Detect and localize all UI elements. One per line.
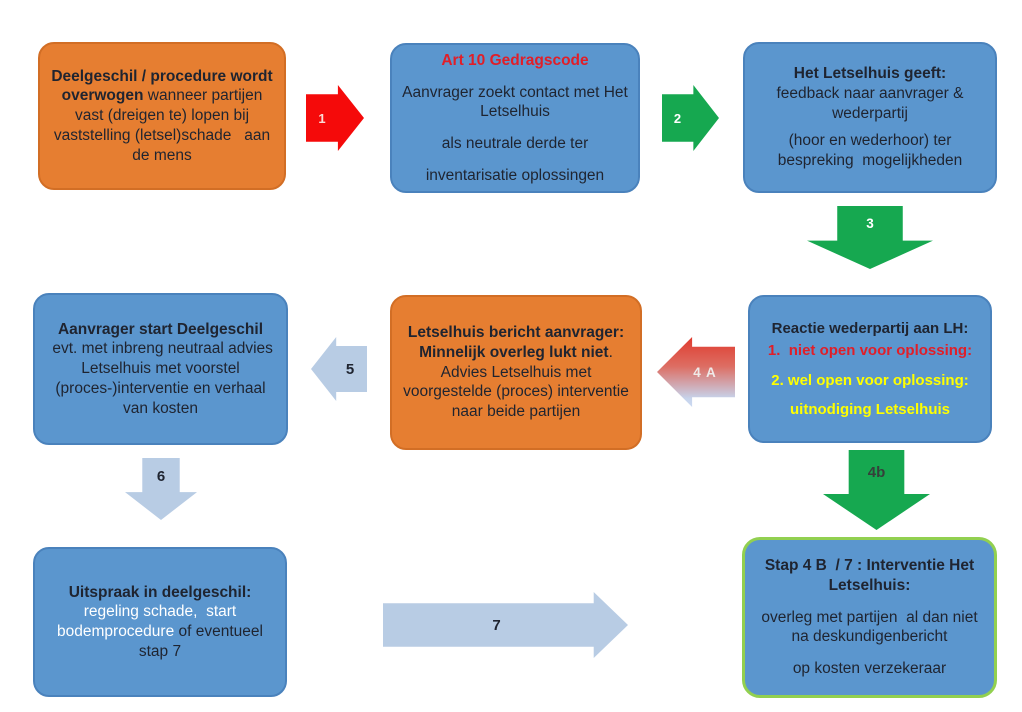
arrow-left-step4a: 4 A bbox=[657, 337, 735, 407]
step-box-uitspraak: Uitspraak in deelgeschil: regeling schade… bbox=[33, 547, 287, 697]
box-heading: Art 10 Gedragscode bbox=[441, 51, 589, 69]
step-box-deelgeschil-overwogen: Deelgeschil / procedure wordt overwogen … bbox=[38, 42, 286, 190]
step-box-letselhuis-geeft: Het Letselhuis geeft:feedback naar aanvr… bbox=[743, 42, 997, 193]
box-title: Letselhuis bericht aanvrager: Minnelijk … bbox=[407, 324, 633, 361]
box-body: wanneer partijen vast (dreigen te) lopen… bbox=[53, 87, 275, 164]
arrow-down-step6: 6 bbox=[125, 458, 197, 520]
box-title: Aanvrager start Deelgeschil bbox=[57, 320, 264, 338]
arrow-label: 3 bbox=[866, 216, 874, 231]
step-box-interventie: Stap 4 B / 7 : Interventie Het Letselhui… bbox=[742, 537, 997, 698]
box-title: Stap 4 B / 7 : Interventie Het Letselhui… bbox=[764, 557, 979, 594]
box-body-dark: of eventueel stap 7 bbox=[138, 623, 268, 660]
box-line: overleg met partijen al dan niet na desk… bbox=[761, 608, 982, 646]
arrow-label: 1 bbox=[318, 110, 326, 126]
box-line: (hoor en wederhoor) ter bespreking mogel… bbox=[777, 132, 963, 169]
arrow-down-step4b: 4b bbox=[823, 450, 930, 530]
box-line: inventarisatie oplossingen bbox=[425, 166, 605, 184]
arrow-label: 4b bbox=[867, 463, 886, 481]
box-title: Reactie wederpartij aan LH: bbox=[771, 320, 969, 338]
arrow-label: 7 bbox=[492, 616, 501, 634]
step-box-text: Letselhuis bericht aanvrager: Minnelijk … bbox=[402, 323, 630, 421]
box-line: feedback naar aanvrager & wederpartij bbox=[776, 84, 968, 122]
arrow-label: 4 A bbox=[693, 364, 717, 380]
step-box-gedragscode: Art 10 Gedragscode Aanvrager zoekt conta… bbox=[390, 43, 640, 193]
box-body: . Advies Letselhuis met voorgestelde (pr… bbox=[403, 343, 634, 420]
arrow-left-step5: 5 bbox=[311, 337, 367, 401]
box-title: Deelgeschil / procedure wordt overwogen bbox=[51, 67, 277, 105]
box-body: evt. met inbreng neutraal advies Letselh… bbox=[48, 340, 278, 417]
step-box-text: Uitspraak in deelgeschil: regeling schade… bbox=[45, 583, 275, 662]
arrow-right-step7: 7 bbox=[383, 592, 628, 658]
box-item-3: uitnodiging Letselhuis bbox=[790, 400, 950, 418]
box-title: Het Letselhuis geeft: bbox=[793, 65, 947, 83]
box-title: Uitspraak in deelgeschil: bbox=[68, 583, 252, 601]
arrow-right-step1: 1 bbox=[306, 85, 364, 151]
step-box-text: Aanvrager start Deelgeschil evt. met inb… bbox=[45, 320, 276, 418]
step-box-start-deelgeschil: Aanvrager start Deelgeschil evt. met inb… bbox=[33, 293, 288, 445]
step-box-reactie-wederpartij: Reactie wederpartij aan LH: 1. niet open… bbox=[748, 295, 992, 443]
box-line: als neutrale derde ter bbox=[441, 134, 589, 152]
box-line: Aanvrager zoekt contact met Het Letselhu… bbox=[402, 83, 633, 121]
arrow-label: 2 bbox=[673, 110, 682, 126]
box-item-2: 2. wel open voor oplossing: bbox=[771, 371, 969, 389]
arrow-down-step3: 3 bbox=[807, 206, 933, 269]
arrow-right-step2: 2 bbox=[662, 85, 719, 151]
box-body-white: regeling schade, start bodemprocedure bbox=[57, 603, 241, 640]
arrow-label: 5 bbox=[345, 360, 355, 378]
step-box-letselhuis-bericht: Letselhuis bericht aanvrager: Minnelijk … bbox=[390, 295, 642, 450]
step-box-text: Deelgeschil / procedure wordt overwogen … bbox=[50, 67, 274, 165]
box-line: op kosten verzekeraar bbox=[792, 660, 947, 677]
arrow-label: 6 bbox=[156, 467, 166, 485]
box-item-1: 1. niet open voor oplossing: bbox=[767, 342, 973, 360]
